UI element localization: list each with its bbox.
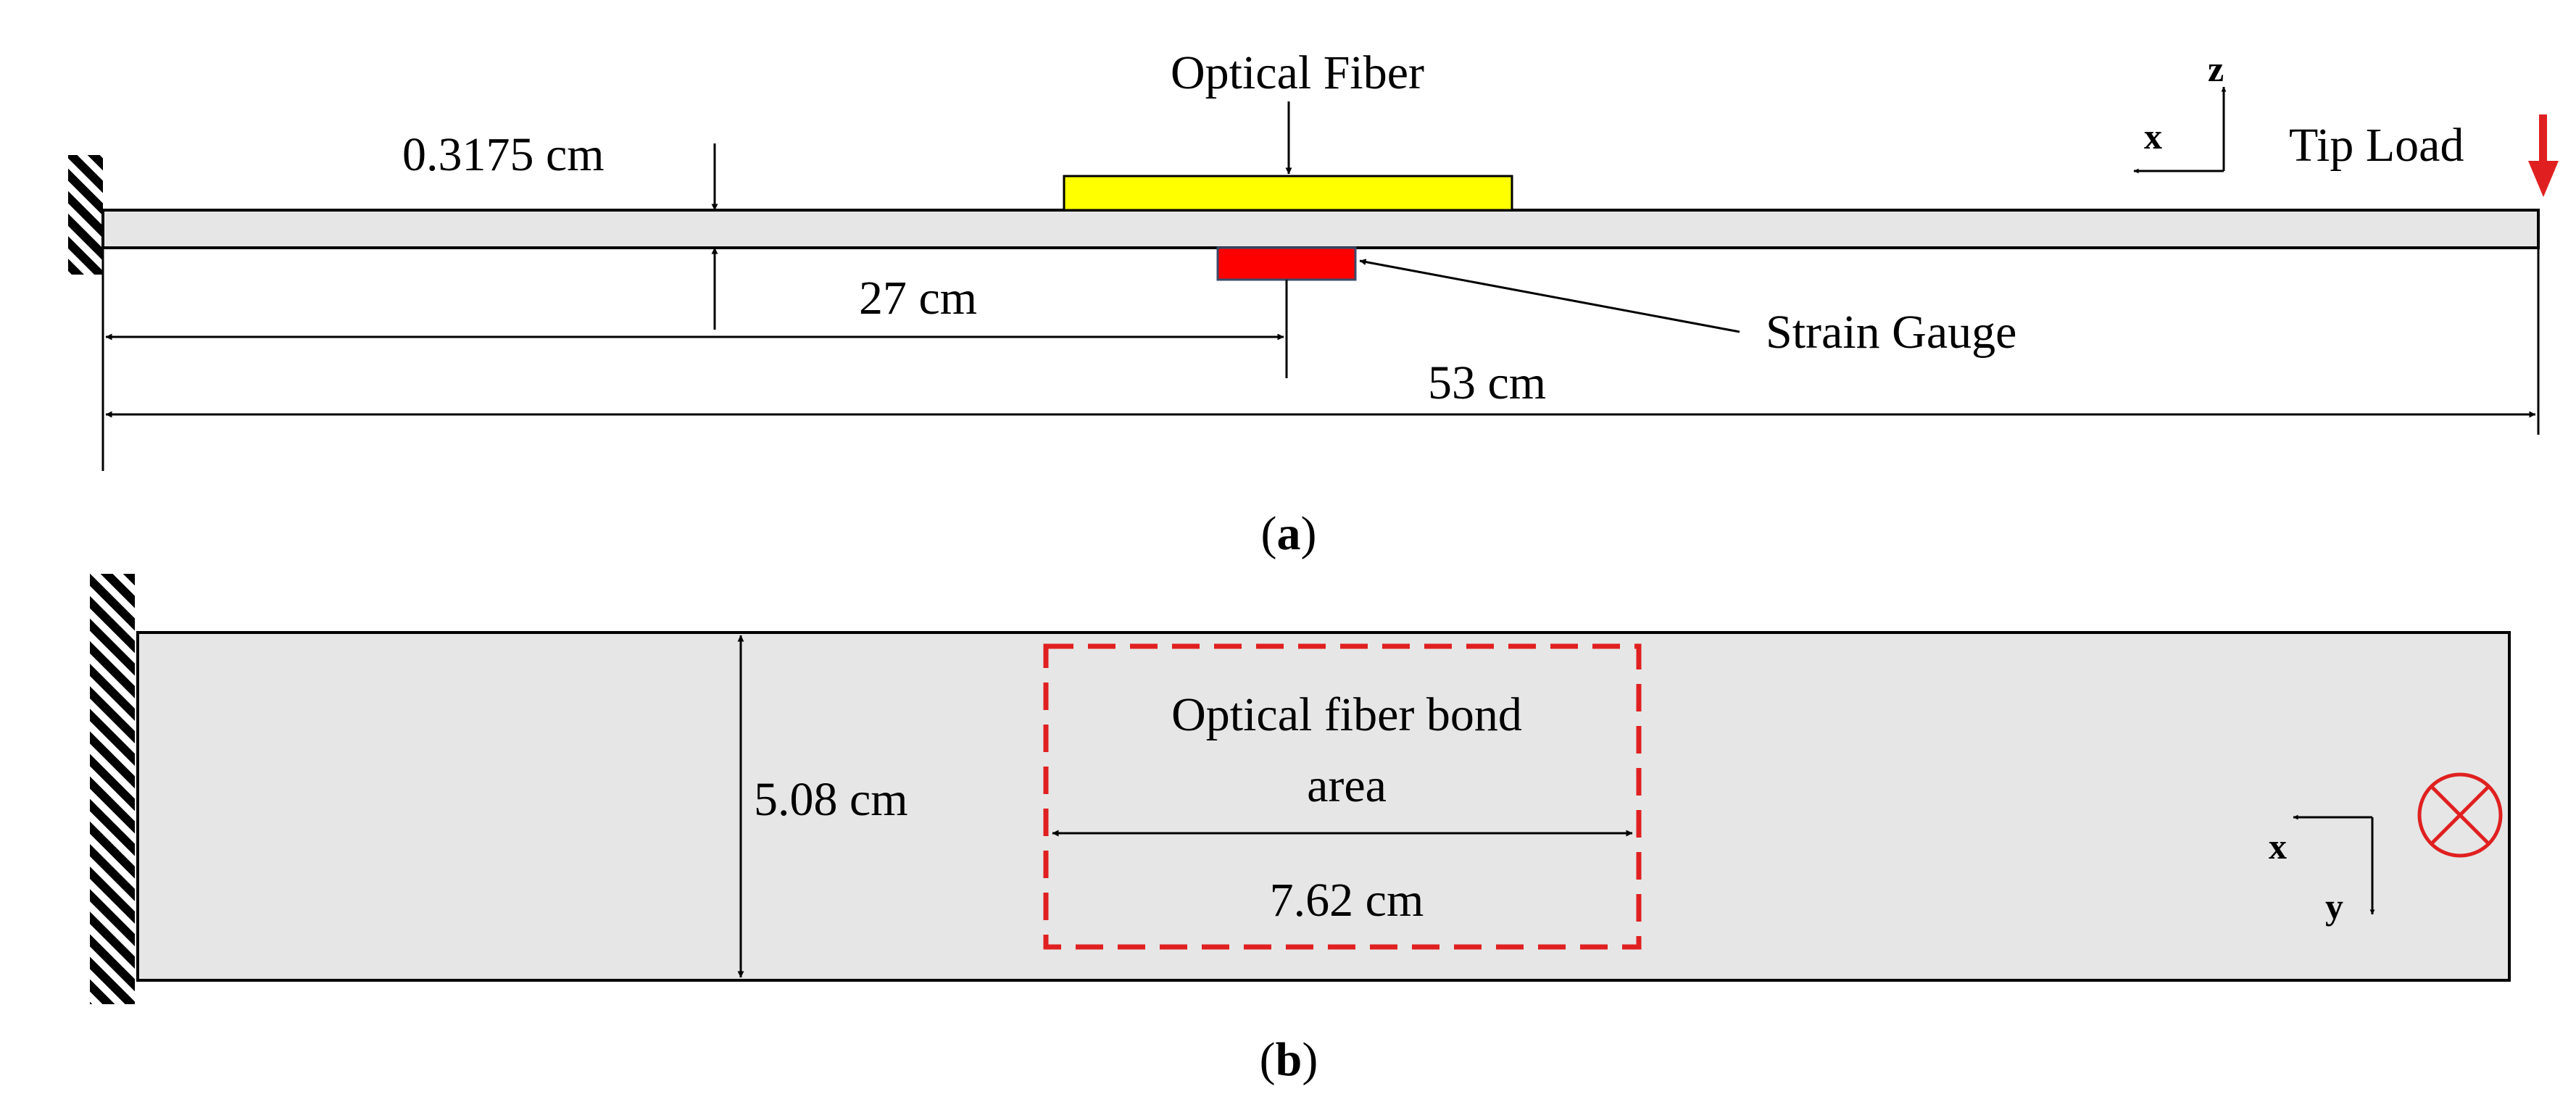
fixed-support-wall-a xyxy=(68,155,103,275)
beam-width-label: 5.08 cm xyxy=(754,773,908,826)
tip-load-label: Tip Load xyxy=(2289,119,2464,172)
bond-area-label-line2: area xyxy=(1307,759,1387,812)
thickness-label: 0.3175 cm xyxy=(402,128,604,181)
bond-area-label-line1: Optical fiber bond xyxy=(1171,688,1522,741)
optical-fiber-label: Optical Fiber xyxy=(1171,46,1424,99)
beam-side-view xyxy=(101,209,2540,249)
bond-length-label: 7.62 cm xyxy=(1270,874,1424,927)
optical-fiber-bond-area xyxy=(1043,643,1642,950)
axis-y-label-b: y xyxy=(2325,886,2343,927)
axes-xz-icon: x z xyxy=(2133,49,2227,174)
fixed-support-wall-b xyxy=(90,574,135,1004)
strain-gauge-patch xyxy=(1216,246,1357,281)
beam-top-view xyxy=(136,631,2511,982)
axis-z-label-a: z xyxy=(2208,49,2224,89)
axis-x-label-b: x xyxy=(2269,826,2287,867)
caption-a: (a) xyxy=(1261,507,1317,560)
panel-b: 5.08 cm Optical fiber bond area 7.62 cm … xyxy=(90,574,2511,1086)
strain-gauge-leader xyxy=(1359,259,1740,333)
panel-a: Optical Fiber 0.3175 cm Strain Gauge 27 … xyxy=(68,46,2559,560)
axis-x-label-a: x xyxy=(2144,116,2162,156)
optical-fiber-patch xyxy=(1063,175,1513,212)
load-into-page-icon xyxy=(2417,772,2503,858)
beam-length-label: 53 cm xyxy=(1428,356,1546,409)
gauge-position-label: 27 cm xyxy=(859,272,977,325)
caption-b: (b) xyxy=(1260,1033,1318,1086)
strain-gauge-label: Strain Gauge xyxy=(1766,306,2016,359)
tip-load-arrow-icon xyxy=(2528,114,2559,197)
axes-xy-icon: x y xyxy=(2269,814,2375,927)
